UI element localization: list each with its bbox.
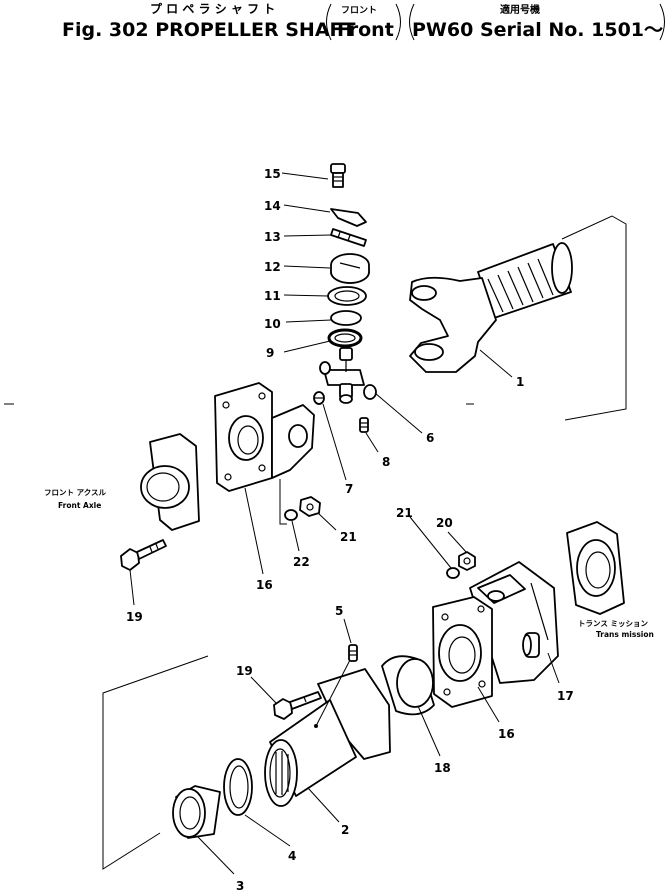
callout-2: 2 [341,823,349,837]
paren-left [326,3,332,41]
part-2-slip-yoke [264,668,391,807]
leader-1 [479,349,513,378]
leader-4 [244,814,291,847]
header: プ ロ ペ ラ シ ャ フ ト Fig. 302 PROPELLER SHAFT… [62,1,665,41]
part-16-upper-housing [214,382,315,492]
leader-7 [322,403,347,481]
leader-14 [283,204,331,213]
figure-title: Fig. 302 PROPELLER SHAFT [62,19,356,41]
callout-14: 14 [264,199,281,213]
callout-1: 1 [516,375,524,389]
callout-15: 15 [264,167,281,181]
applicable-serial: PW60 Serial No. 1501～ [412,19,663,41]
callout-8: 8 [382,455,390,469]
leader-11 [283,294,329,297]
callout-10: 10 [264,317,281,331]
position-label: Front [337,19,394,41]
leader-21-upper [317,512,337,531]
leader-13 [283,234,332,237]
callout-9: 9 [266,346,274,360]
leader-20 [447,531,468,554]
front-axle-label: Front Axle [58,501,101,510]
callout-20: 20 [436,516,453,530]
part-1-yoke-shaft [409,242,573,373]
callout-4: 4 [288,849,296,863]
part-22-washer [284,509,298,521]
callout-5: 5 [335,604,343,618]
part-16-lower-housing [432,596,493,708]
part-6-spider [319,347,377,404]
transmission-flange [566,521,625,615]
lower-group-bracket [102,655,209,870]
leader-12 [283,265,331,269]
callout-6: 6 [426,431,434,445]
part-3-bearing [172,785,221,839]
part-21-nut-upper [299,496,321,517]
leader-9 [283,340,331,353]
part-10-o-ring [330,310,362,326]
part-18-cover [381,655,435,716]
leader-19-upper [129,569,135,606]
leader-16-lower [477,686,500,723]
part-7-grease-fitting [313,391,325,405]
paren-left-2 [409,3,415,41]
part-8-grease-nipple [359,417,369,433]
part-9-seal-ring [327,328,363,348]
transmission-label-jp: トランス ミッション [578,619,648,628]
callout-16-lower: 16 [498,727,515,741]
callout-13: 13 [264,230,281,244]
part-21-washer-lower [446,567,460,579]
paren-right [395,3,401,41]
leader-19-lower [250,676,277,704]
leader-16-upper [244,487,264,575]
callout-18: 18 [434,761,451,775]
leader-22 [291,520,300,552]
leader-18 [417,705,441,757]
leader-3 [197,836,235,875]
title-jp: プ ロ ペ ラ シ ャ フ ト [150,1,275,16]
part-11-seal [327,286,367,306]
leader-2 [307,787,340,823]
callout-19-lower: 19 [236,664,253,678]
part-19-bolt-upper [120,539,167,571]
part-14-lock-plate [330,208,367,227]
applicable-jp: 適用号機 [500,3,540,16]
paren-right-2 [659,3,665,41]
part-5-grease-fitting [348,644,358,662]
part-19-bolt-lower [273,691,322,720]
leader-5 [343,618,352,644]
callout-21-upper: 21 [340,530,357,544]
front-axle-label-jp: フロント アクスル [44,487,107,497]
callout-17: 17 [557,689,574,703]
transmission-label: Trans mission [596,630,654,639]
callout-16-upper: 16 [256,578,273,592]
part-12-cap [330,253,370,284]
part-4-snap-ring [223,758,253,816]
front-axle-flange [140,433,200,531]
position-jp: フロント [341,5,377,16]
leader-15 [281,172,329,180]
callout-12: 12 [264,260,281,274]
leader-17 [547,652,560,684]
leader-5-to-2 [315,659,351,727]
leader-6 [374,392,423,434]
bolt-axis-16 [279,479,287,525]
callout-22: 22 [293,555,310,569]
part-20-nut [458,551,476,571]
leader-8 [365,432,379,453]
callout-3: 3 [236,879,244,893]
callout-7: 7 [345,482,353,496]
leader-21-lower [409,516,452,569]
part-13-key [330,228,367,247]
shaft-group-bracket [561,215,627,421]
callout-21-lower: 21 [396,506,413,520]
callout-19-upper: 19 [126,610,143,624]
leader-10 [285,319,332,323]
part-15-bolt [330,163,346,188]
callout-11: 11 [264,289,281,303]
